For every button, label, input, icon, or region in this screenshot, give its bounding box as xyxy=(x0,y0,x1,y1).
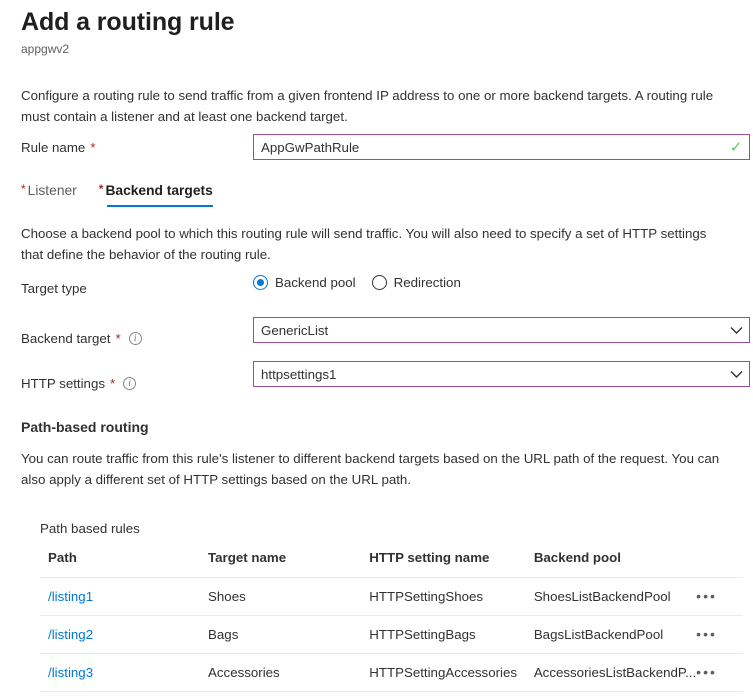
column-header-target-name: Target name xyxy=(200,548,362,578)
path-based-rules-caption: Path based rules xyxy=(40,521,140,536)
column-header-path: Path xyxy=(40,548,201,578)
backend-target-label: Backend target * i xyxy=(21,331,142,346)
radio-backend-pool[interactable]: Backend pool xyxy=(253,275,356,290)
tab-listener[interactable]: * Listener xyxy=(21,183,77,207)
path-link[interactable]: /listing2 xyxy=(48,627,94,642)
radio-backend-pool-label: Backend pool xyxy=(275,275,356,290)
required-asterisk: * xyxy=(115,330,121,346)
radio-redirection-label: Redirection xyxy=(393,275,461,290)
rule-name-label-text: Rule name xyxy=(21,140,86,155)
required-asterisk: * xyxy=(21,182,26,196)
target-type-label: Target type xyxy=(21,281,87,296)
tab-list: * Listener * Backend targets xyxy=(21,183,213,207)
table-row: /listing1 Shoes HTTPSettingShoes ShoesLi… xyxy=(40,577,743,616)
tab-backend-targets[interactable]: * Backend targets xyxy=(99,183,213,207)
row-menu-icon[interactable]: ••• xyxy=(696,664,717,680)
cell-backend-pool: BagsListBackendPool xyxy=(525,615,697,654)
rule-name-value: AppGwPathRule xyxy=(261,139,360,155)
path-based-routing-heading: Path-based routing xyxy=(21,419,149,435)
row-menu-icon[interactable]: ••• xyxy=(696,588,717,604)
table-row: /listing2 Bags HTTPSettingBags BagsListB… xyxy=(40,615,743,654)
http-settings-dropdown[interactable]: httpsettings1 xyxy=(253,361,750,387)
cell-target-name: Bags xyxy=(200,615,362,654)
intro-description: Configure a routing rule to send traffic… xyxy=(21,88,714,124)
valid-check-icon: ✓ xyxy=(729,139,743,156)
path-based-rules-table: Path Target name HTTP setting name Backe… xyxy=(40,548,743,692)
backend-target-label-text: Backend target xyxy=(21,331,111,346)
row-menu-icon[interactable]: ••• xyxy=(696,626,717,642)
backend-targets-description: Choose a backend pool to which this rout… xyxy=(21,226,707,262)
http-settings-label-text: HTTP settings xyxy=(21,376,105,391)
table-row: /listing3 Accessories HTTPSettingAccesso… xyxy=(40,653,743,692)
cell-http-setting-name: HTTPSettingAccessories xyxy=(361,653,526,692)
cell-target-name: Shoes xyxy=(200,577,362,616)
radio-selected-icon xyxy=(253,275,268,290)
required-asterisk: * xyxy=(98,182,104,196)
cell-http-setting-name: HTTPSettingShoes xyxy=(361,577,526,616)
info-icon[interactable]: i xyxy=(123,377,137,390)
target-type-label-text: Target type xyxy=(21,281,87,296)
target-type-radio-group: Backend pool Redirection xyxy=(253,275,461,290)
path-link[interactable]: /listing1 xyxy=(48,589,94,604)
page-title: Add a routing rule xyxy=(21,8,235,36)
path-based-routing-description: You can route traffic from this rule's l… xyxy=(21,451,720,487)
info-icon[interactable]: i xyxy=(128,332,142,345)
chevron-down-icon xyxy=(723,370,749,379)
http-settings-value: httpsettings1 xyxy=(261,366,337,382)
chevron-down-icon xyxy=(723,326,749,335)
radio-redirection[interactable]: Redirection xyxy=(371,275,461,290)
cell-http-setting-name: HTTPSettingBags xyxy=(361,615,526,654)
path-link[interactable]: /listing3 xyxy=(48,665,94,680)
cell-backend-pool: AccessoriesListBackendP... xyxy=(525,653,697,692)
column-header-backend-pool: Backend pool xyxy=(525,548,697,578)
tab-listener-label: Listener xyxy=(27,183,77,198)
cell-target-name: Accessories xyxy=(200,653,362,692)
radio-unselected-icon xyxy=(371,275,387,290)
backend-target-dropdown[interactable]: GenericList xyxy=(253,317,750,343)
rule-name-input[interactable]: AppGwPathRule ✓ xyxy=(253,134,750,160)
http-settings-label: HTTP settings * i xyxy=(21,375,137,391)
column-header-http-setting-name: HTTP setting name xyxy=(361,548,526,578)
cell-backend-pool: ShoesListBackendPool xyxy=(525,577,697,616)
backend-target-value: GenericList xyxy=(261,322,329,338)
table-header-row: Path Target name HTTP setting name Backe… xyxy=(40,548,743,578)
rule-name-label: Rule name * xyxy=(21,140,96,155)
tab-backend-targets-label: Backend targets xyxy=(105,183,213,198)
required-asterisk: * xyxy=(90,139,96,155)
required-asterisk: * xyxy=(110,375,116,391)
page-subtitle: appgwv2 xyxy=(21,42,70,56)
column-header-actions xyxy=(696,548,743,578)
